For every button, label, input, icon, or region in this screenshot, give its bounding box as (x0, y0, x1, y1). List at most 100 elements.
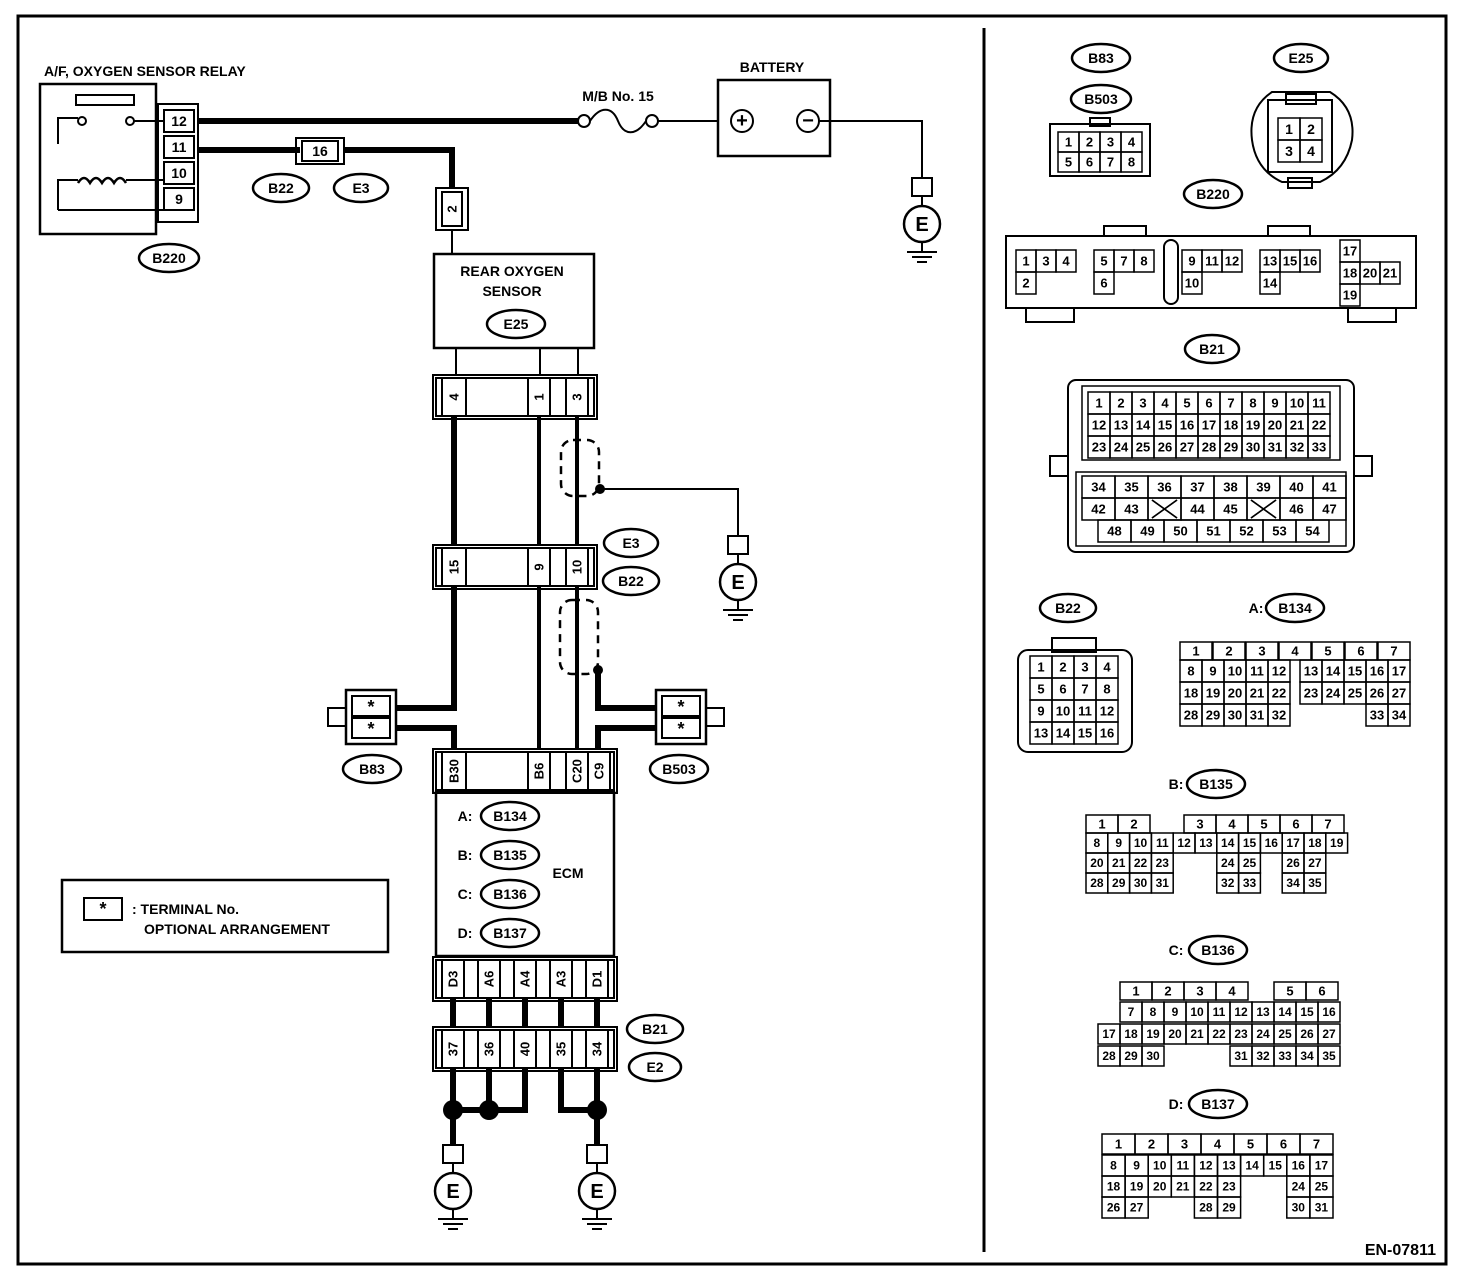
view-b22-housing (1017, 649, 1133, 753)
view-b137-cell-label: 25 (1315, 1180, 1329, 1194)
view-b22-cell-label: 6 (1059, 682, 1066, 697)
fuse-terminal (645, 114, 659, 128)
frame-border (16, 14, 1448, 1266)
ecm-connector-top-pin-label: C20 (570, 759, 585, 783)
fuse-label: M/B No. 15 (582, 88, 654, 104)
connector-b503-pin (661, 695, 701, 717)
wire-to-b83-2 (396, 725, 457, 752)
view-b22-cell-label: 10 (1056, 704, 1070, 719)
view-b220-g5-cell-label: 17 (1343, 244, 1357, 259)
connector-b503-name: B503 (662, 761, 696, 777)
view-b21-cell-label: 54 (1305, 524, 1320, 539)
view-b137-cell (1124, 1196, 1149, 1219)
view-b135-cell-label: 30 (1134, 876, 1148, 890)
view-b220-g2-cell-label: 7 (1120, 254, 1127, 269)
view-b21-cell-label: 34 (1091, 480, 1106, 495)
ecm-prefix: D: (458, 925, 473, 941)
view-b136-cell (1141, 1045, 1165, 1067)
view-e25-oval (1272, 42, 1330, 74)
view-e25-key (1287, 177, 1313, 189)
view-b134-cell-label: 17 (1392, 664, 1406, 679)
connector-b21-e2-pin-label: 37 (446, 1042, 461, 1056)
view-b220-g4-cell-label: 13 (1263, 254, 1277, 269)
view-b83-latch (1089, 117, 1111, 127)
sensor-title-2: SENSOR (482, 283, 541, 299)
relay-coil-wire (57, 179, 78, 210)
view-b136-cell (1317, 1023, 1341, 1045)
connector-b22: B22 (268, 180, 294, 196)
view-e25-cell-label: 4 (1307, 143, 1315, 159)
view-b220-g5-cell-label: 21 (1383, 266, 1397, 281)
view-b136-cell (1317, 1001, 1341, 1023)
ecm-connector-top-inner (435, 751, 615, 791)
view-b134-cell-label: 24 (1326, 686, 1341, 701)
view-b134-cell-label: 21 (1250, 686, 1264, 701)
wire-b22-to-sensor (344, 147, 455, 188)
view-b21-cell-label: 35 (1124, 480, 1138, 495)
relay-pin (163, 135, 195, 159)
connector-b83-pin (351, 717, 391, 739)
ecm-connector-bottom-pin-label: A3 (554, 971, 569, 988)
view-b21-cell-label: 4 (1161, 396, 1169, 411)
view-b21-cell-label: 26 (1158, 440, 1172, 455)
view-b22-cell-label: 9 (1037, 704, 1044, 719)
wire-battery-to-ground (819, 120, 923, 178)
view-b137-cell-label: 30 (1292, 1201, 1306, 1215)
pin-2-label: 2 (445, 205, 460, 212)
view-b135-cell-label: 2 (1130, 817, 1137, 832)
ecm-connector-bottom-pin-label: A4 (518, 970, 533, 987)
ecm-connector-top-pin-label: B30 (447, 759, 462, 783)
view-b21-cell-label: 51 (1206, 524, 1220, 539)
view-b137-cell-label: 8 (1110, 1159, 1117, 1173)
junction-dot (443, 1100, 463, 1120)
view-b21-cell-label: 31 (1268, 440, 1282, 455)
ecm-connector-b137-oval (479, 917, 541, 949)
view-b21-cell-label: 43 (1124, 502, 1138, 517)
view-b136-cell-label: 11 (1213, 1005, 1226, 1019)
view-b134-cell-label: 11 (1250, 664, 1264, 679)
view-b21-blank-x (1250, 499, 1277, 519)
view-b135-cell-label: 34 (1286, 876, 1300, 890)
view-b220-g1-cell-label: 3 (1042, 254, 1049, 269)
view-b136-cell-label: 25 (1278, 1027, 1292, 1041)
shield-b22 (558, 598, 600, 676)
view-b135-cell-label: 8 (1094, 836, 1101, 850)
connector-e25-sensor: E25 (504, 316, 529, 332)
view-b220-latch (1103, 225, 1147, 237)
view-b21-cell-label: 25 (1136, 440, 1150, 455)
view-b220-g5-cell (1379, 261, 1401, 285)
view-b136-cell-label: 1 (1132, 984, 1139, 999)
view-b136-cell-label: 17 (1102, 1027, 1116, 1041)
view-b134-cell-label: 23 (1304, 686, 1318, 701)
view-b136-cell-label: 4 (1228, 984, 1236, 999)
view-b220-g3-cell-label: 12 (1225, 254, 1239, 269)
view-b83-cell-label: 5 (1065, 155, 1072, 170)
view-b22-cell-label: 15 (1078, 726, 1092, 741)
view-b137-cell-label: 3 (1181, 1137, 1188, 1152)
view-b21-cell-label: 13 (1114, 418, 1128, 433)
view-b137-cell-label: 15 (1269, 1159, 1283, 1173)
connector-b503-stub (705, 707, 725, 727)
connector-e25-harness-inner (435, 377, 595, 417)
view-b21-cell-label: 40 (1289, 480, 1303, 495)
view-b135-cell-label: 9 (1115, 836, 1122, 850)
view-b220-g5-cell-label: 18 (1343, 266, 1357, 281)
view-b21-cell-label: 27 (1180, 440, 1194, 455)
view-b135-cell-label: 13 (1199, 836, 1213, 850)
view-b136-cell-label: 34 (1300, 1049, 1314, 1063)
ecm-prefix: A: (458, 808, 473, 824)
view-b136-cell-label: 35 (1322, 1049, 1336, 1063)
battery-label: BATTERY (740, 59, 805, 75)
view-b136-cell-label: 12 (1234, 1005, 1248, 1019)
view-b22-cell-label: 16 (1100, 726, 1114, 741)
view-b21-cell-label: 10 (1290, 396, 1304, 411)
ecm-connector-b136: B136 (493, 886, 527, 902)
doc-code: EN-07811 (1365, 1242, 1436, 1259)
view-b136-cell-label: 2 (1164, 984, 1171, 999)
view-b136-cell-label: 9 (1172, 1005, 1179, 1019)
view-b135-cell-label: 19 (1330, 836, 1344, 850)
view-b22-cell-label: 8 (1103, 682, 1110, 697)
legend-text-1: : TERMINAL No. (132, 901, 239, 917)
relay-pin-label: 11 (172, 139, 187, 155)
view-b134-cell (1387, 703, 1411, 727)
